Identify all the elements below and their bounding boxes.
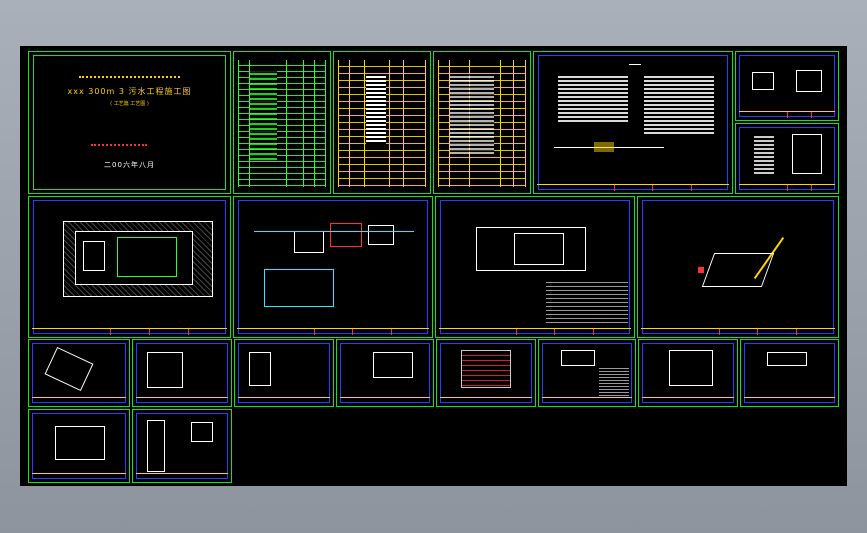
sheet-border [238, 200, 428, 334]
sheet-cover[interactable]: xxx 300m 3 污水工程施工图 ( 工艺篇 工艺图 ) 二00六年八月 [28, 51, 231, 194]
sheet-border [136, 343, 228, 403]
sheet-r3-8[interactable] [740, 339, 839, 407]
sheet-index-1[interactable] [233, 51, 331, 194]
index-table [238, 60, 327, 187]
cad-drawing-canvas[interactable]: xxx 300m 3 污水工程施工图 ( 工艺篇 工艺图 ) 二00六年八月 [20, 46, 847, 486]
sheet-border [542, 343, 632, 403]
sheet-r3-7[interactable] [638, 339, 738, 407]
sheet-r3-6[interactable] [538, 339, 636, 407]
sheet-r3-1[interactable] [28, 339, 130, 407]
equipment-table [438, 60, 527, 187]
sheet-r3-2[interactable] [132, 339, 232, 407]
sheet-r3-4[interactable] [336, 339, 434, 407]
sheet-r3-5[interactable] [436, 339, 536, 407]
sheet-r3-3[interactable] [234, 339, 334, 407]
sheet-border [440, 343, 532, 403]
materials-table [338, 60, 427, 187]
sheet-site-plan[interactable] [28, 196, 231, 338]
sheet-detail-a[interactable] [735, 51, 839, 121]
cover-title: xxx 300m 3 污水工程施工图 [67, 87, 192, 96]
sheet-process-profile[interactable] [233, 196, 433, 338]
cover-red-dotted-rule [91, 144, 147, 146]
sheet-border [440, 200, 630, 334]
sheet-index-2[interactable] [333, 51, 431, 194]
sheet-border [744, 343, 835, 403]
sheet-building-plan[interactable] [435, 196, 635, 338]
cover-dotted-rule [79, 76, 180, 78]
sheet-border [238, 343, 330, 403]
cover-subtitle: ( 工艺篇 工艺图 ) [110, 101, 149, 107]
sheet-border [136, 413, 228, 479]
sheet-index-3[interactable] [433, 51, 531, 194]
sheet-border [642, 200, 834, 334]
cover-date: 二00六年八月 [104, 161, 155, 169]
sheet-detail-b[interactable] [735, 123, 839, 194]
sheet-r4-2[interactable] [132, 409, 232, 483]
sheet-border [642, 343, 734, 403]
sheet-r4-1[interactable] [28, 409, 130, 483]
sheet-isometric[interactable] [637, 196, 839, 338]
sheet-border [33, 55, 226, 190]
sheet-border [33, 200, 226, 334]
sheet-design-notes[interactable] [533, 51, 733, 194]
sheet-border [340, 343, 430, 403]
sheet-border [538, 55, 728, 190]
sheet-border [32, 343, 126, 403]
sheet-border [32, 413, 126, 479]
